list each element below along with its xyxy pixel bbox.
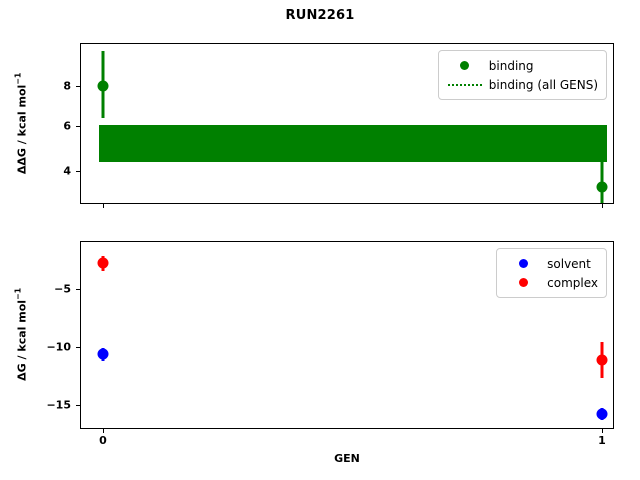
- top-xtick-mark-0: [103, 203, 104, 208]
- legend-key-binding: [445, 61, 485, 70]
- legend-entry-complex[interactable]: complex: [503, 273, 598, 292]
- top-panel-ylabel: ΔΔG / kcal mol−1: [14, 23, 29, 223]
- blue-dot-icon: [518, 259, 528, 268]
- bottom-ytick-mark-minus15: [76, 405, 81, 406]
- green-dot-icon: [460, 61, 470, 70]
- solvent-marker-gen0: [97, 348, 109, 360]
- solvent-marker-gen1: [596, 408, 608, 420]
- legend-key-solvent: [503, 259, 543, 268]
- top-ytick-label-6: 6: [63, 119, 71, 133]
- bottom-panel-axes: −5 −10 −15 0 1 ΔG / kcal mol−1 solvent: [14, 241, 614, 446]
- bottom-ytick-label-minus10: −10: [46, 340, 71, 354]
- bottom-xtick-label-1: 1: [598, 434, 606, 447]
- binding-marker-gen0: [97, 80, 109, 92]
- bottom-xtick-label-0: 0: [99, 434, 107, 447]
- top-ytick-mark-6: [76, 126, 81, 127]
- top-xtick-mark-1: [602, 203, 603, 208]
- bottom-ylabel-text: ΔG / kcal mol: [15, 299, 29, 381]
- top-ylabel-text: ΔΔG / kcal mol: [15, 84, 29, 174]
- bottom-panel-ylabel: ΔG / kcal mol−1: [14, 234, 29, 434]
- top-panel-legend[interactable]: binding binding (all GENS): [437, 50, 607, 100]
- top-ytick-label-8: 8: [63, 79, 71, 93]
- legend-key-binding-all-gens: [445, 83, 485, 86]
- top-panel-axes: 4 6 8 ΔΔG / kcal mol−1 binding binding (…: [14, 43, 614, 208]
- green-dotted-line-icon: [447, 83, 482, 86]
- legend-label-binding-all-gens: binding (all GENS): [488, 77, 598, 92]
- binding-marker-gen1: [596, 181, 608, 193]
- legend-entry-solvent[interactable]: solvent: [503, 254, 598, 273]
- legend-entry-binding-all-gens[interactable]: binding (all GENS): [445, 75, 598, 94]
- legend-label-solvent: solvent: [547, 256, 591, 271]
- bottom-panel-legend[interactable]: solvent complex: [496, 248, 607, 298]
- complex-marker-gen0: [97, 257, 109, 269]
- binding-all-gens-band: [99, 125, 607, 162]
- legend-key-complex: [503, 278, 543, 287]
- bottom-ytick-label-minus5: −5: [54, 282, 71, 296]
- top-ytick-mark-8: [76, 86, 81, 87]
- legend-label-binding: binding: [488, 58, 534, 73]
- complex-marker-gen1: [596, 354, 608, 366]
- red-dot-icon: [518, 278, 528, 287]
- binding-errorbar-gen1: [600, 125, 604, 203]
- legend-label-complex: complex: [547, 275, 598, 290]
- bottom-xtick-mark-1: [602, 428, 603, 433]
- bottom-xtick-mark-0: [103, 428, 104, 433]
- bottom-ytick-mark-minus5: [76, 289, 81, 290]
- figure-title: RUN2261: [285, 8, 355, 23]
- legend-entry-binding[interactable]: binding: [445, 56, 598, 75]
- bottom-ylabel-exponent: −1: [13, 287, 23, 300]
- top-ylabel-exponent: −1: [13, 72, 23, 85]
- top-ytick-label-4: 4: [63, 164, 71, 178]
- bottom-ytick-label-minus15: −15: [46, 398, 71, 412]
- bottom-ytick-mark-minus10: [76, 347, 81, 348]
- top-ytick-mark-4: [76, 171, 81, 172]
- top-panel-plot-area: [81, 44, 613, 203]
- x-axis-label: GEN: [334, 452, 360, 465]
- bottom-panel-plot-area: [81, 242, 613, 428]
